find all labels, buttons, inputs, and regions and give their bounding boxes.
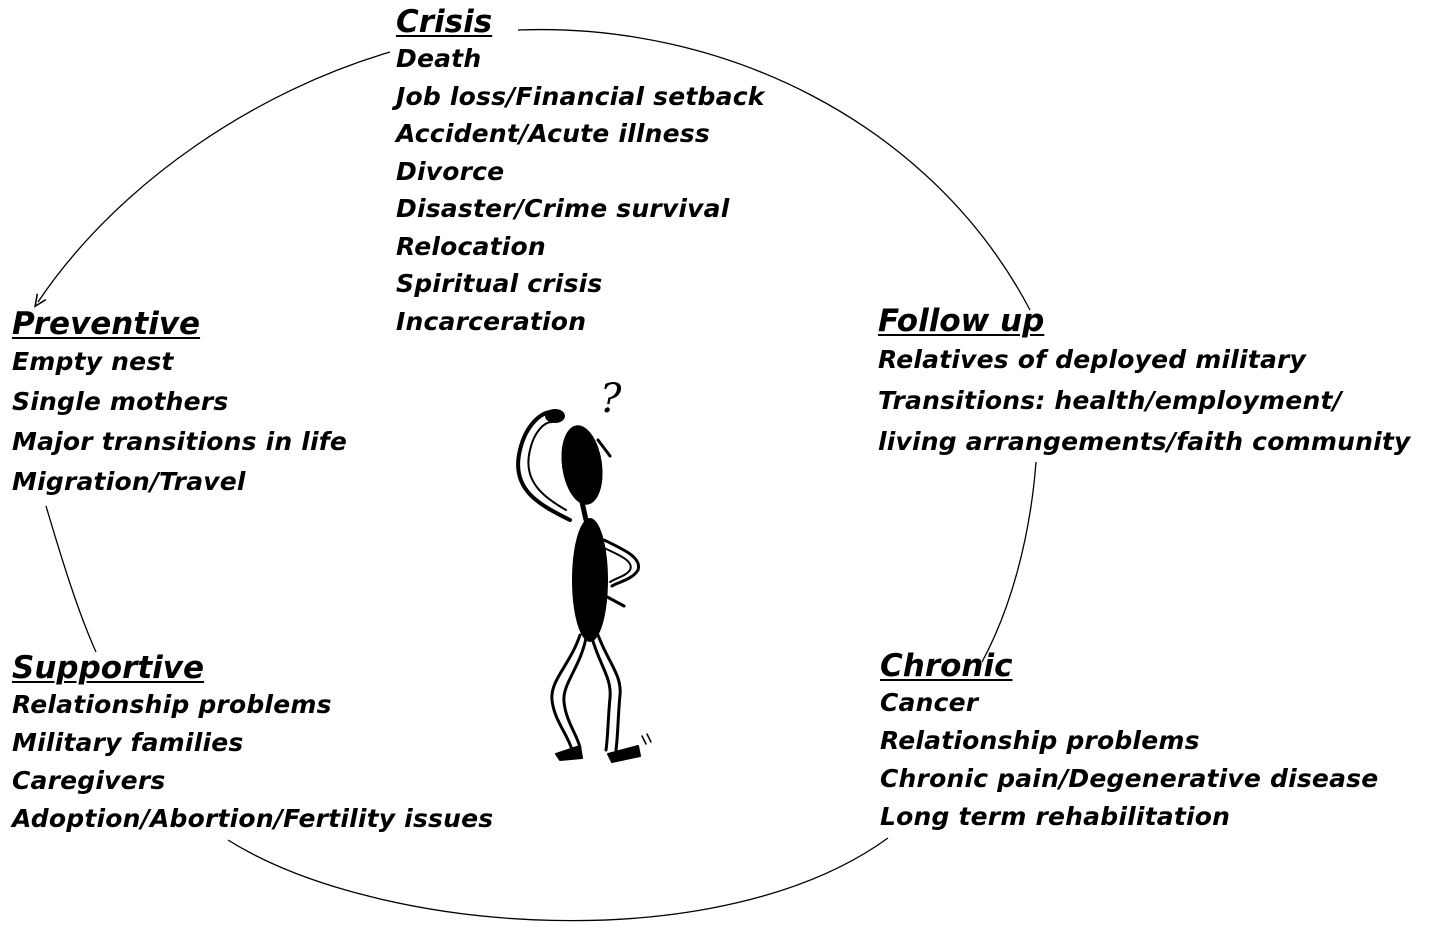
list-item: Relocation [396, 231, 546, 261]
confused-person-illustration: ? [516, 376, 652, 763]
list-item: Adoption/Abortion/Fertility issues [12, 804, 494, 833]
arc-crisis-to-follow-up [517, 28, 1031, 311]
chronic-list: Cancer Relationship problems Chronic pai… [880, 684, 1378, 836]
hand [545, 409, 565, 423]
question-mark-glyph: ? [600, 376, 622, 422]
list-item: Divorce [396, 156, 505, 186]
list-item: Incarceration [396, 306, 587, 336]
chronic-group: Chronic Cancer Relationship problems Chr… [880, 648, 1378, 836]
supportive-heading: Supportive [12, 650, 205, 686]
list-item: Empty nest [12, 347, 174, 376]
list-item: Single mothers [12, 387, 229, 416]
follow-up-heading: Follow up [878, 303, 1045, 339]
left-foot [555, 745, 583, 761]
crisis-group: Crisis Death Job loss/Financial setback … [396, 4, 765, 340]
list-item: Military families [12, 728, 244, 757]
preventive-list: Empty nest Single mothers Major transiti… [12, 342, 347, 502]
crisis-heading: Crisis [396, 4, 493, 40]
list-item: Job loss/Financial setback [396, 81, 765, 111]
chronic-heading: Chronic [880, 648, 1013, 684]
list-item: Migration/Travel [12, 467, 246, 496]
list-item: Major transitions in life [12, 427, 348, 456]
motion-marks [641, 733, 652, 745]
arc-supportive-to-chronic [227, 837, 889, 922]
right-foot [607, 745, 641, 763]
list-item: Chronic pain/Degenerative disease [880, 764, 1379, 793]
nose [596, 438, 612, 458]
list-item: Cancer [880, 688, 979, 717]
list-item: Relatives of deployed military [878, 345, 1307, 374]
right-leg-inner [590, 636, 612, 752]
list-item: Caregivers [12, 766, 166, 795]
follow-up-group: Follow up Relatives of deployed military… [878, 303, 1411, 462]
preventive-heading: Preventive [12, 306, 201, 342]
right-leg [596, 633, 622, 752]
list-item: Accident/Acute illness [396, 119, 710, 148]
belt [596, 590, 626, 608]
left-leg [550, 633, 582, 752]
list-item: Relationship problems [12, 690, 332, 719]
crisis-list: Death Job loss/Financial setback Acciden… [396, 40, 765, 340]
hip-arm-inner [603, 547, 632, 583]
arc-follow-up-to-chronic [981, 461, 1037, 663]
list-item: Transitions: health/employment/ [878, 386, 1342, 415]
arc-crisis-to-preventive [38, 51, 391, 302]
list-item: Death [396, 44, 482, 73]
raised-arm-inner [527, 421, 567, 511]
supportive-group: Supportive Relationship problems Militar… [12, 650, 493, 838]
list-item: living arrangements/faith community [878, 427, 1411, 456]
list-item: Long term rehabilitation [880, 802, 1231, 831]
list-item: Spiritual crisis [396, 269, 603, 298]
head [561, 425, 603, 505]
list-item: Disaster/Crime survival [396, 194, 730, 223]
list-item: Relationship problems [880, 726, 1200, 755]
preventive-group: Preventive Empty nest Single mothers Maj… [12, 306, 347, 502]
follow-up-list: Relatives of deployed military Transitio… [878, 339, 1411, 462]
hip-arm [602, 538, 641, 588]
supportive-list: Relationship problems Military families … [12, 686, 493, 838]
neck [579, 499, 589, 523]
left-leg-inner [562, 636, 588, 750]
torso [572, 518, 608, 642]
raised-arm [516, 409, 572, 522]
arc-preventive-to-supportive [45, 505, 97, 653]
